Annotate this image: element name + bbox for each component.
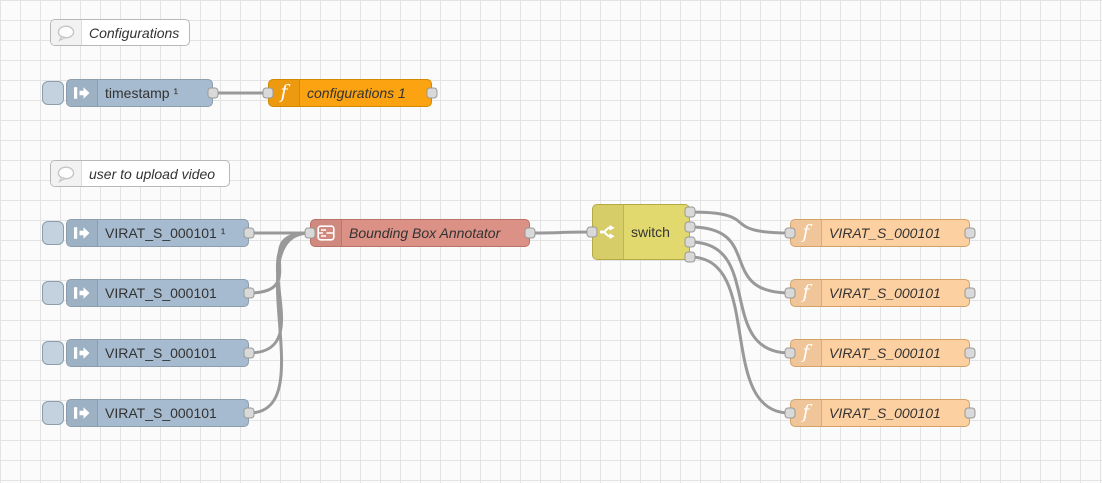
function-icon: f — [269, 80, 300, 106]
node-label: VIRAT_S_000101 — [829, 285, 941, 301]
port-output[interactable] — [964, 347, 976, 359]
wire[interactable] — [247, 231, 312, 355]
inject-button[interactable] — [42, 401, 64, 425]
switch-icon — [593, 205, 624, 259]
port-output[interactable] — [964, 287, 976, 299]
node-label: switch — [631, 224, 670, 240]
node-label: VIRAT_S_000101 — [105, 405, 217, 421]
function-icon: f — [791, 220, 822, 246]
node-function-virat-4[interactable]: f VIRAT_S_000101 — [790, 399, 970, 427]
node-inject-virat-1[interactable]: VIRAT_S_000101 ¹ — [42, 219, 249, 247]
port-output[interactable] — [524, 227, 536, 239]
node-function-virat-3[interactable]: f VIRAT_S_000101 — [790, 339, 970, 367]
inject-icon — [67, 220, 98, 246]
node-label: user to upload video — [89, 165, 216, 182]
wire[interactable] — [688, 225, 792, 295]
port-input[interactable] — [304, 227, 316, 239]
node-label: VIRAT_S_000101 — [105, 285, 217, 301]
wire[interactable] — [247, 231, 312, 415]
port-output[interactable] — [243, 407, 255, 419]
port-input[interactable] — [586, 226, 598, 238]
inject-icon — [67, 340, 98, 366]
wire[interactable] — [688, 255, 792, 415]
node-label: Bounding Box Annotator — [349, 225, 501, 241]
wire[interactable] — [688, 240, 792, 355]
port-output[interactable] — [426, 87, 438, 99]
node-label: timestamp ¹ — [105, 85, 179, 101]
port-output[interactable] — [964, 227, 976, 239]
inject-button[interactable] — [42, 221, 64, 245]
inject-icon — [67, 280, 98, 306]
port-output[interactable] — [684, 206, 696, 218]
comment-icon — [51, 20, 82, 45]
node-label: VIRAT_S_000101 — [105, 345, 217, 361]
inject-button[interactable] — [42, 281, 64, 305]
node-comment-configurations[interactable]: Configurations — [50, 19, 190, 46]
node-bounding-box-annotator[interactable]: Bounding Box Annotator — [310, 219, 530, 247]
function-icon: f — [791, 400, 822, 426]
port-output[interactable] — [243, 227, 255, 239]
wire[interactable] — [528, 230, 594, 235]
wire[interactable] — [688, 210, 792, 235]
port-output[interactable] — [684, 236, 696, 248]
port-output[interactable] — [207, 87, 219, 99]
node-inject-virat-3[interactable]: VIRAT_S_000101 — [42, 339, 249, 367]
node-function-configurations[interactable]: f configurations 1 — [268, 79, 432, 107]
port-input[interactable] — [784, 287, 796, 299]
node-label: Configurations — [89, 24, 180, 41]
node-inject-virat-4[interactable]: VIRAT_S_000101 — [42, 399, 249, 427]
port-input[interactable] — [262, 87, 274, 99]
node-label: VIRAT_S_000101 ¹ — [105, 225, 226, 241]
port-output[interactable] — [243, 287, 255, 299]
function-icon: f — [791, 280, 822, 306]
inject-button[interactable] — [42, 341, 64, 365]
port-input[interactable] — [784, 347, 796, 359]
port-input[interactable] — [784, 227, 796, 239]
node-inject-virat-2[interactable]: VIRAT_S_000101 — [42, 279, 249, 307]
comment-icon — [51, 161, 82, 186]
node-switch[interactable]: switch — [592, 204, 690, 260]
node-function-virat-1[interactable]: f VIRAT_S_000101 — [790, 219, 970, 247]
node-comment-upload-video[interactable]: user to upload video — [50, 160, 230, 187]
node-label: VIRAT_S_000101 — [829, 405, 941, 421]
port-output[interactable] — [964, 407, 976, 419]
node-inject-timestamp[interactable]: timestamp ¹ — [42, 79, 213, 107]
inject-icon — [67, 400, 98, 426]
annotator-icon — [311, 220, 342, 246]
port-output[interactable] — [684, 221, 696, 233]
node-label: VIRAT_S_000101 — [829, 345, 941, 361]
function-icon: f — [791, 340, 822, 366]
port-input[interactable] — [784, 407, 796, 419]
node-label: VIRAT_S_000101 — [829, 225, 941, 241]
node-label: configurations 1 — [307, 85, 406, 101]
port-output[interactable] — [684, 251, 696, 263]
inject-icon — [67, 80, 98, 106]
port-output[interactable] — [243, 347, 255, 359]
inject-button[interactable] — [42, 81, 64, 105]
node-function-virat-2[interactable]: f VIRAT_S_000101 — [790, 279, 970, 307]
